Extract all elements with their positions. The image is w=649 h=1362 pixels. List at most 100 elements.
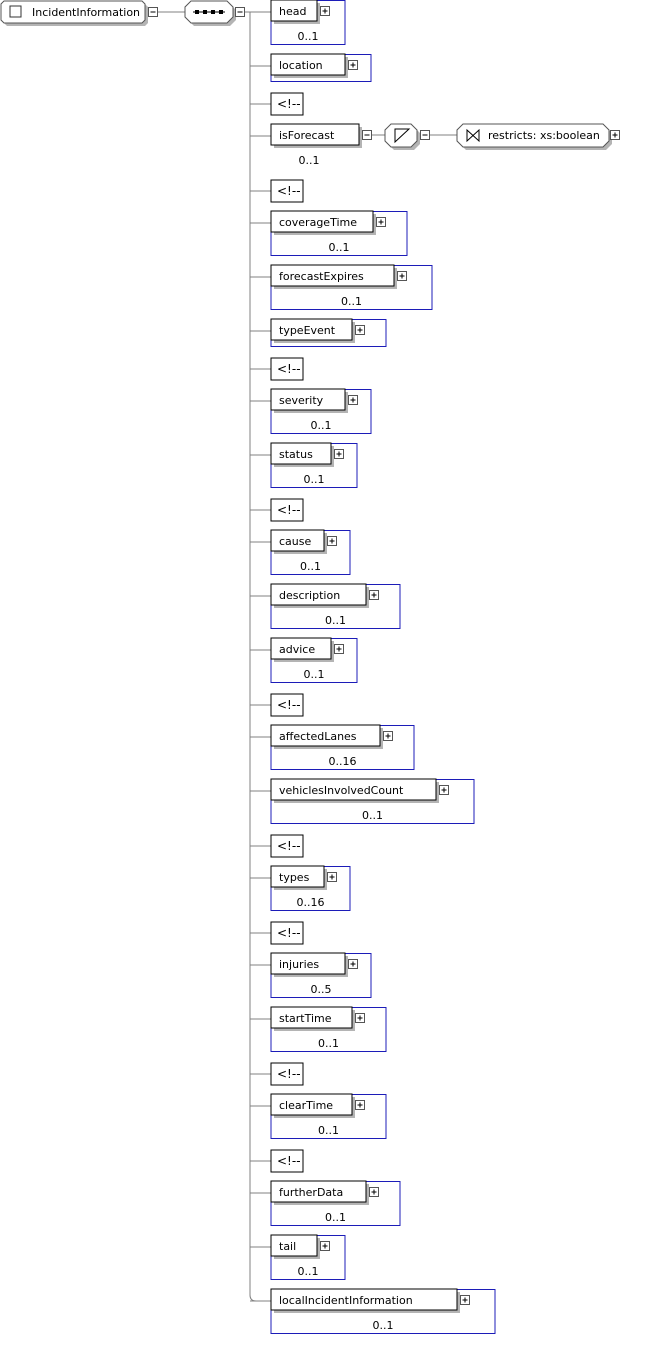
expand-toggle[interactable] [327,536,337,546]
element-box [270,388,346,411]
element-box [270,1006,353,1029]
restriction-frame [456,123,610,148]
comment-node[interactable]: <!-- [270,1149,304,1173]
element-box [270,0,318,22]
element-box [270,724,381,747]
root-element[interactable]: IncidentInformation [0,0,148,26]
sequence-compositor[interactable] [184,0,236,26]
simple-type-icon [394,128,411,144]
comment-node[interactable]: <!-- [270,179,304,203]
occurrence-label: 0..1 [325,1211,346,1224]
restriction-expand-toggle[interactable] [610,130,620,140]
simple-type-node[interactable] [384,123,420,150]
expand-toggle[interactable] [334,644,344,654]
comment-node[interactable]: <!-- [270,834,304,858]
expand-toggle[interactable] [334,449,344,459]
simple-type-frame [384,123,418,148]
comment-node[interactable]: <!-- [270,498,304,522]
element-affected-lanes[interactable]: affectedLanes 0..16 [270,724,415,770]
root-element-icon [9,5,22,18]
element-severity[interactable]: severity 0..1 [270,388,372,434]
element-coverage-time[interactable]: coverageTime 0..1 [270,210,408,256]
root-collapse-toggle[interactable] [148,7,158,17]
expand-toggle[interactable] [439,785,449,795]
occurrence-label: 0..1 [318,1037,339,1050]
restriction-node[interactable]: restricts: xs:boolean [456,123,612,150]
expand-toggle[interactable] [460,1295,470,1305]
comment-frame [270,1062,304,1086]
expand-toggle[interactable] [383,731,393,741]
occurrence-label: 0..1 [318,1124,339,1137]
sequence-icon-dot [203,10,207,14]
element-location[interactable]: location [270,53,372,82]
element-box [270,442,332,465]
occurrence-label: 0..1 [341,295,362,308]
element-name: types [279,871,310,884]
expand-toggle[interactable] [362,130,372,140]
comment-node[interactable]: <!-- [270,921,304,945]
restriction-label: restricts: xs:boolean [488,129,600,142]
element-box [270,1288,458,1311]
element-name: affectedLanes [279,730,357,743]
comment-label: <!-- [277,503,301,517]
occurrence-label: 0..1 [373,1319,394,1332]
expand-toggle[interactable] [369,590,379,600]
expand-toggle[interactable] [320,1241,330,1251]
sequence-collapse-toggle[interactable] [235,7,245,17]
expand-toggle[interactable] [348,60,358,70]
element-type-event[interactable]: typeEvent [270,318,387,347]
expand-toggle[interactable] [369,1187,379,1197]
comment-frame [270,921,304,945]
connector-lines [158,11,457,1302]
expand-toggle[interactable] [348,395,358,405]
element-name: injuries [279,958,319,971]
occurrence-label: 0..1 [311,419,332,432]
expand-toggle[interactable] [355,1013,365,1023]
expand-toggle[interactable] [355,325,365,335]
comment-label: <!-- [277,1067,301,1081]
occurrence-label: 0..16 [329,755,357,768]
element-types[interactable]: types 0..16 [270,865,351,911]
expand-toggle[interactable] [397,271,407,281]
element-name: coverageTime [279,216,357,229]
expand-toggle[interactable] [355,1100,365,1110]
element-box [270,637,332,660]
comment-node[interactable]: <!-- [270,92,304,116]
element-name: severity [279,394,324,407]
root-frame [0,0,146,24]
occurrence-label: 0..16 [297,896,325,909]
expand-toggle[interactable] [327,872,337,882]
sequence-trunk-line [249,12,257,1302]
element-box [270,865,325,888]
expand-toggle[interactable] [320,6,330,16]
comment-node[interactable]: <!-- [270,1062,304,1086]
occurrence-label: 0..1 [329,241,350,254]
comment-node[interactable]: <!-- [270,693,304,717]
comment-node[interactable]: <!-- [270,357,304,381]
element-box [270,1093,353,1116]
expand-toggle[interactable] [348,959,358,969]
element-box [270,1180,367,1203]
element-box [270,264,395,287]
occurrence-label: 0..1 [298,30,319,43]
simple-type-collapse-toggle[interactable] [420,130,430,140]
restriction-bowtie-icon [466,128,480,143]
expand-toggle[interactable] [376,217,386,227]
element-name: isForecast [279,129,335,142]
